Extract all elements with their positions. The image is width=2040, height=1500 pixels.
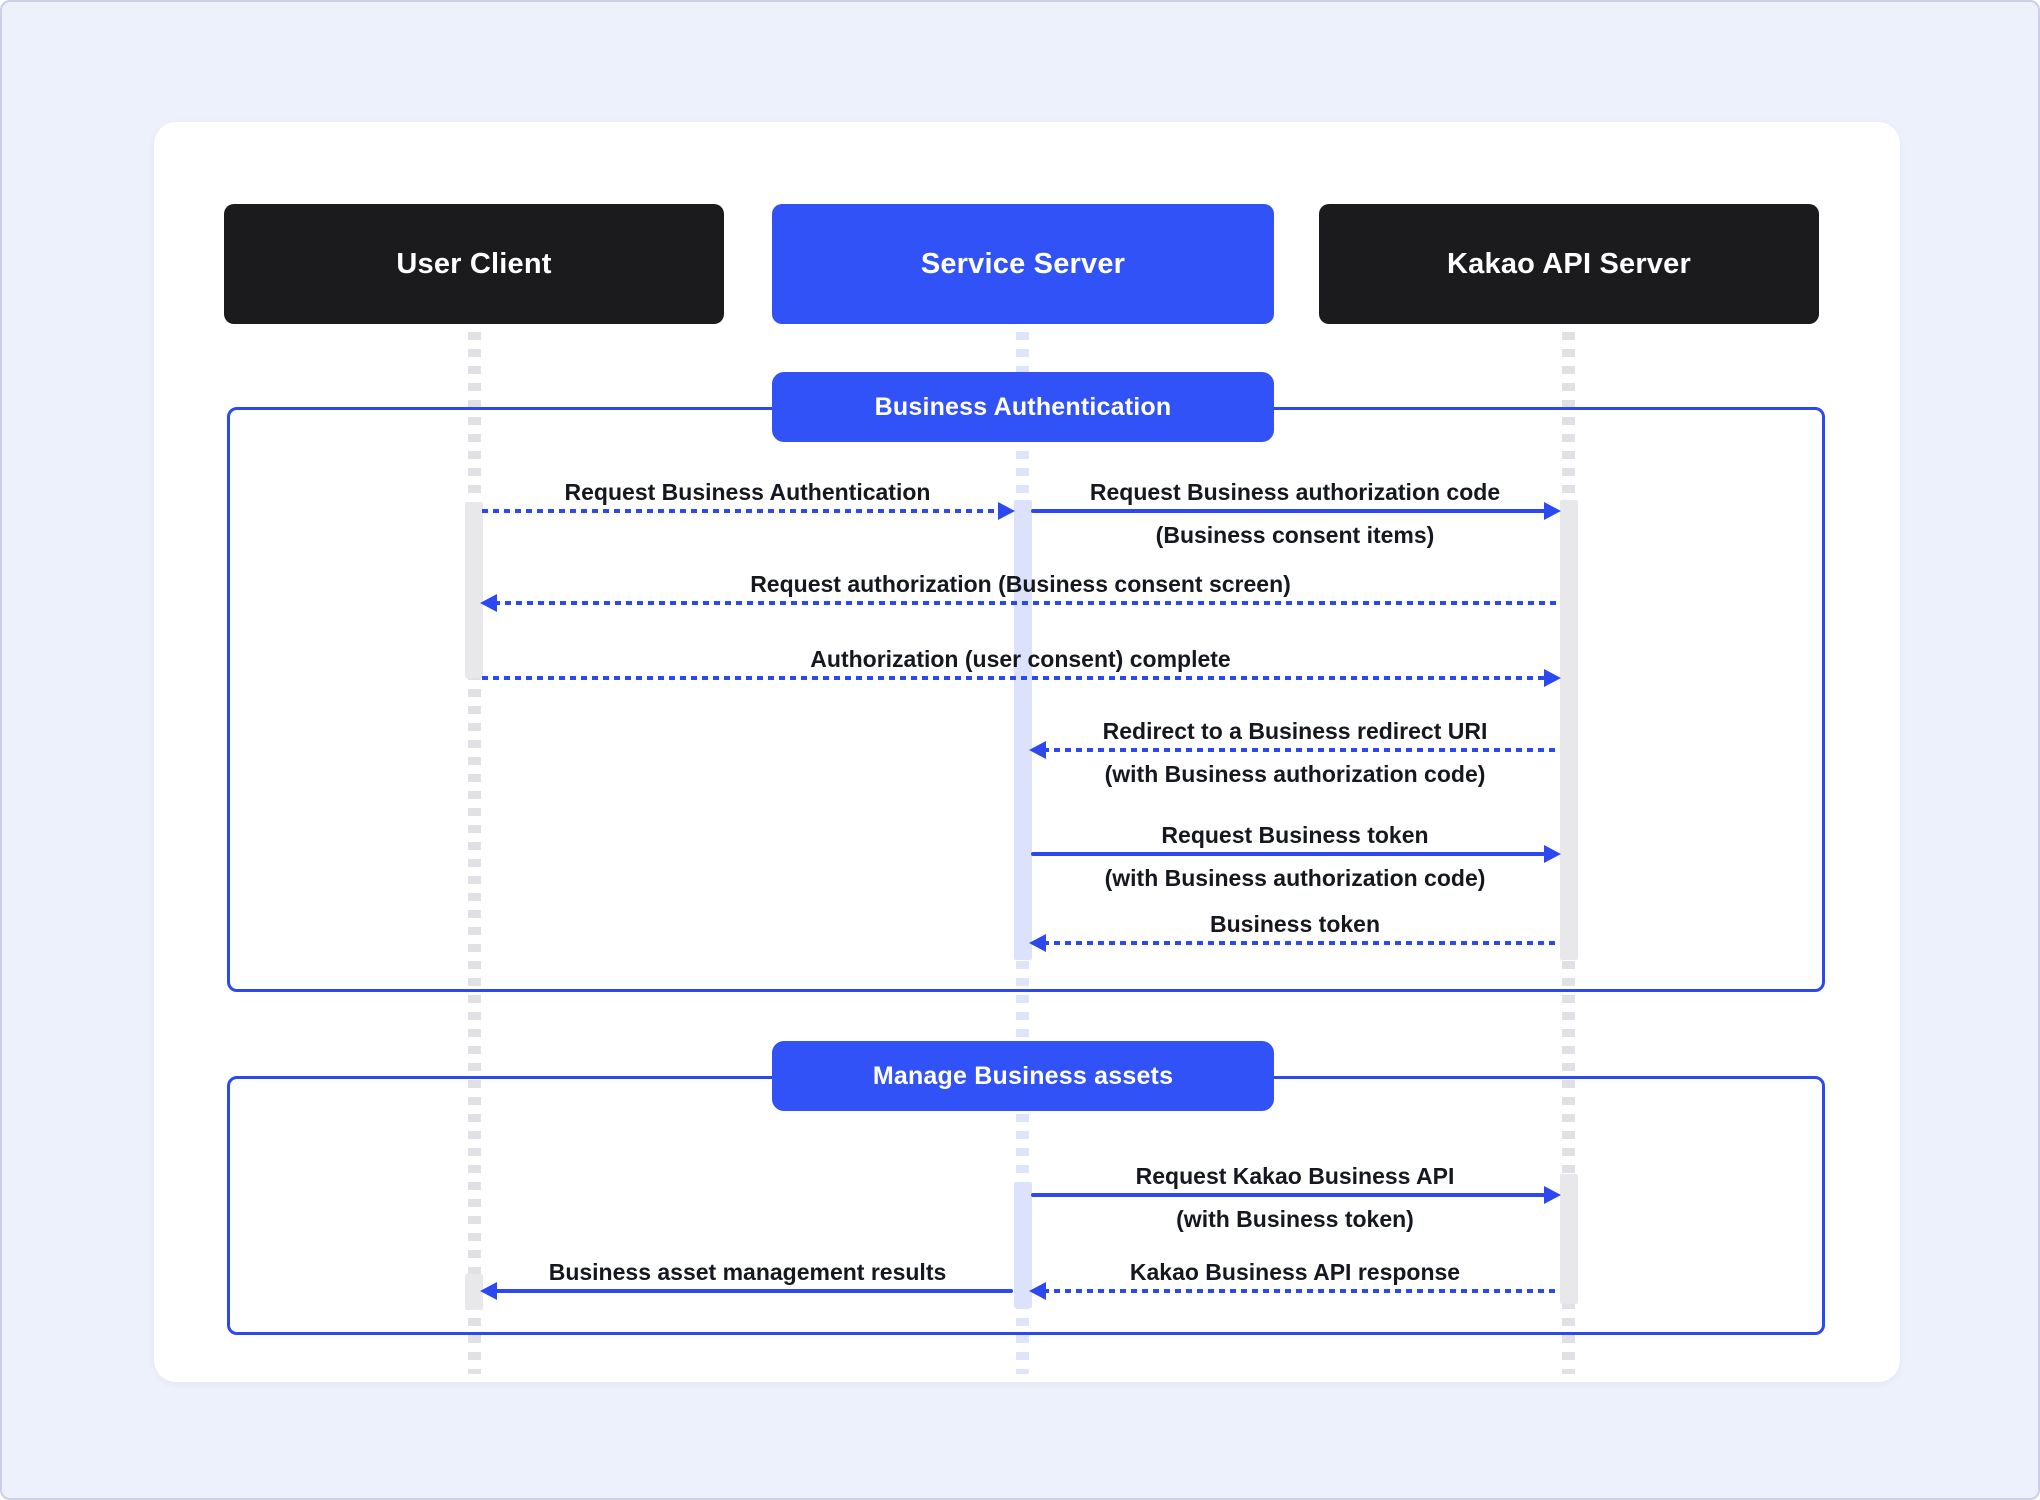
section-title: Business Authentication [874, 392, 1172, 421]
message-request-business-authentication: Request Business Authentication [482, 481, 1015, 520]
actor-label-user-client: User Client [396, 247, 552, 280]
message-label: Request Kakao Business API [1135, 1163, 1455, 1189]
message-sublabel: (with Business authorization code) [1104, 865, 1486, 891]
message-line [1031, 1193, 1547, 1197]
activation-bar-service-server-auth [1014, 500, 1032, 960]
arrowhead-left-icon [480, 1282, 497, 1300]
message-line [482, 676, 1547, 680]
message-request-business-authorization-code: Request Business authorization code (Bus… [1031, 481, 1561, 547]
arrowhead-left-icon [1029, 934, 1046, 952]
section-frame-business-authentication [227, 407, 1825, 992]
section-badge-business-authentication: Business Authentication [772, 372, 1274, 442]
arrowhead-right-icon [1544, 1186, 1561, 1204]
message-sublabel: (with Business authorization code) [1104, 761, 1486, 787]
actor-box-kakao-api-server: Kakao API Server [1319, 204, 1819, 324]
message-line [494, 1289, 1013, 1293]
activation-bar-user-client-auth [465, 502, 483, 678]
arrowhead-right-icon [998, 502, 1015, 520]
message-business-token: Business token [1029, 913, 1559, 952]
message-business-asset-management-results: Business asset management results [480, 1261, 1013, 1300]
actor-label-kakao-api-server: Kakao API Server [1447, 247, 1691, 280]
arrowhead-left-icon [1029, 741, 1046, 759]
arrowhead-right-icon [1544, 845, 1561, 863]
activation-bar-user-client-assets [465, 1274, 483, 1310]
message-request-business-token: Request Business token (with Business au… [1031, 824, 1561, 890]
activation-bar-kakao-api-server-assets [1560, 1174, 1578, 1304]
message-line [1043, 1289, 1559, 1293]
activation-bar-kakao-api-server-auth [1560, 500, 1578, 960]
message-label: Business token [1210, 911, 1380, 937]
message-kakao-business-api-response: Kakao Business API response [1029, 1261, 1559, 1300]
arrowhead-right-icon [1544, 669, 1561, 687]
message-label: Redirect to a Business redirect URI [1102, 718, 1488, 744]
message-label: Request authorization (Business consent … [750, 571, 1291, 597]
message-redirect-business-redirect-uri: Redirect to a Business redirect URI (wit… [1029, 720, 1559, 786]
message-label: Kakao Business API response [1129, 1259, 1461, 1285]
message-line [1031, 852, 1547, 856]
arrowhead-right-icon [1544, 502, 1561, 520]
message-request-authorization-consent-screen: Request authorization (Business consent … [480, 573, 1559, 612]
message-line [482, 509, 1001, 513]
message-line [494, 601, 1559, 605]
section-badge-manage-business-assets: Manage Business assets [772, 1041, 1274, 1111]
message-label: Request Business Authentication [564, 479, 931, 505]
message-label: Request Business token [1161, 822, 1429, 848]
message-line [1031, 509, 1547, 513]
actor-label-service-server: Service Server [920, 247, 1126, 280]
message-label: Authorization (user consent) complete [810, 646, 1231, 672]
arrowhead-left-icon [480, 594, 497, 612]
message-line [1043, 748, 1559, 752]
section-frame-manage-business-assets [227, 1076, 1825, 1335]
message-authorization-complete: Authorization (user consent) complete [482, 648, 1561, 687]
arrowhead-left-icon [1029, 1282, 1046, 1300]
message-label: Business asset management results [548, 1259, 947, 1285]
actor-box-service-server: Service Server [772, 204, 1274, 324]
activation-bar-service-server-assets [1014, 1182, 1032, 1308]
message-request-kakao-business-api: Request Kakao Business API (with Busines… [1031, 1165, 1561, 1231]
message-label: Request Business authorization code [1089, 479, 1501, 505]
message-line [1043, 941, 1559, 945]
message-sublabel: (with Business token) [1176, 1206, 1414, 1232]
message-sublabel: (Business consent items) [1155, 522, 1435, 548]
section-title: Manage Business assets [872, 1061, 1174, 1090]
actor-box-user-client: User Client [224, 204, 724, 324]
